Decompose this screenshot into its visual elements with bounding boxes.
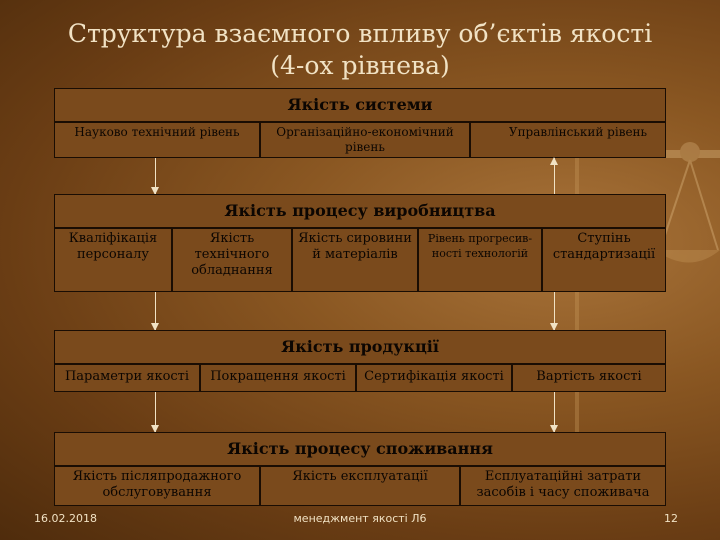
down-arrow bbox=[155, 158, 156, 194]
down-arrow bbox=[155, 392, 156, 432]
level-3-item: Покращення якості bbox=[200, 364, 356, 392]
title-line-2: (4-ох рівнева) bbox=[0, 50, 720, 82]
slide-title: Структура взаємного впливу об’єктів якос… bbox=[0, 18, 720, 82]
level-4-header: Якість процесу споживання bbox=[54, 432, 666, 466]
level-3-item: Сертифікація якості bbox=[356, 364, 512, 392]
footer-center: менеджмент якості Л6 bbox=[0, 512, 720, 525]
up-arrow bbox=[554, 158, 555, 194]
level-2-item: Ступінь стандартизації bbox=[542, 228, 666, 292]
level-1-item: Управлінський рівень bbox=[470, 122, 666, 158]
level-1-header: Якість системи bbox=[54, 88, 666, 122]
page-number: 12 bbox=[664, 512, 678, 525]
level-4-item: Якість експлуатації bbox=[260, 466, 460, 506]
level-4-item: Якість післяпродажного обслуговування bbox=[54, 466, 260, 506]
down-arrow bbox=[554, 392, 555, 432]
level-1-item: Організаційно-економічний рівень bbox=[260, 122, 470, 158]
level-4-item: Есплуатаційні затрати засобів і часу спо… bbox=[460, 466, 666, 506]
title-line-1: Структура взаємного впливу об’єктів якос… bbox=[0, 18, 720, 50]
level-3-header: Якість продукції bbox=[54, 330, 666, 364]
level-1-item: Науково технічний рівень bbox=[54, 122, 260, 158]
down-arrow bbox=[155, 292, 156, 330]
level-3-item: Вартість якості bbox=[512, 364, 666, 392]
level-3-item: Параметри якості bbox=[54, 364, 200, 392]
level-2-item: Якість сировини й матеріалів bbox=[292, 228, 418, 292]
level-2-item: Якість технічного обладнання bbox=[172, 228, 292, 292]
level-2-item: Рівень прогресив-ності технологій bbox=[418, 228, 542, 292]
down-arrow bbox=[554, 292, 555, 330]
level-2-item: Кваліфікація персоналу bbox=[54, 228, 172, 292]
level-2-header: Якість процесу виробництва bbox=[54, 194, 666, 228]
